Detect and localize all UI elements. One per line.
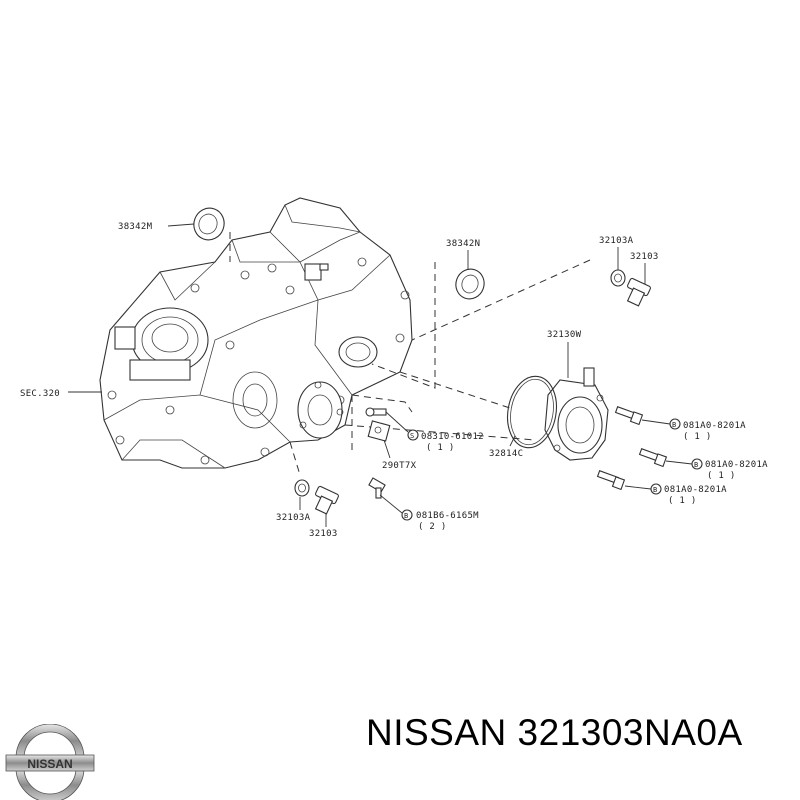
logo-text: NISSAN	[27, 757, 72, 771]
symbol-s: S	[410, 432, 415, 440]
adapter-32130w	[544, 367, 609, 461]
symbol-s-circle	[407, 429, 419, 441]
sensor-290t7x	[367, 420, 391, 442]
label-38342m-left: 38342M	[118, 222, 153, 232]
bolt-081a0-3	[596, 470, 626, 491]
part-number-caption: NISSAN 321303NA0A	[366, 712, 743, 753]
seal-38342m-left	[193, 207, 225, 241]
transmission-case	[99, 197, 413, 469]
plug-32103-bottom	[314, 485, 339, 515]
label-081a0-2: 081A0-8201A	[705, 460, 768, 470]
label-sec320: SEC.320	[20, 389, 60, 399]
label-081a0-1-qty: ( 1 )	[683, 432, 712, 442]
symbol-b4-circle	[401, 509, 413, 521]
label-081a0-3-qty: ( 1 )	[668, 496, 697, 506]
label-081b6-qty: ( 2 )	[418, 522, 447, 532]
label-081a0-3: 081A0-8201A	[664, 485, 727, 495]
bolt-081b6	[368, 477, 386, 499]
bolt-081a0-1	[614, 406, 644, 426]
washer-32103a-top	[610, 269, 626, 287]
symbol-b4: B	[404, 512, 409, 520]
nissan-logo: NISSAN	[5, 724, 95, 800]
label-08310-qty: ( 1 )	[426, 443, 455, 453]
washer-32103a-bottom	[294, 479, 310, 497]
label-081a0-2-qty: ( 1 )	[707, 471, 736, 481]
screw-08310	[365, 407, 387, 417]
label-32814c: 32814C	[489, 449, 523, 459]
symbol-b3: B	[653, 486, 658, 494]
symbol-b1: B	[672, 421, 677, 429]
label-32130w: 32130W	[547, 330, 582, 340]
label-32103a-bottom: 32103A	[276, 513, 311, 523]
label-081a0-1: 081A0-8201A	[683, 421, 746, 431]
seal-38342n	[455, 268, 485, 300]
label-32103-bottom: 32103	[309, 529, 338, 539]
plug-32103-top	[626, 277, 651, 307]
label-290t7x: 290T7X	[382, 461, 417, 471]
label-32103-top: 32103	[630, 252, 659, 262]
label-08310: 08310-61012	[421, 432, 484, 442]
label-38342n: 38342N	[446, 239, 480, 249]
label-32103a-top: 32103A	[599, 236, 634, 246]
bolt-081a0-2	[638, 448, 668, 468]
label-081b6: 081B6-6165M	[416, 511, 479, 521]
symbol-b2: B	[694, 461, 699, 469]
